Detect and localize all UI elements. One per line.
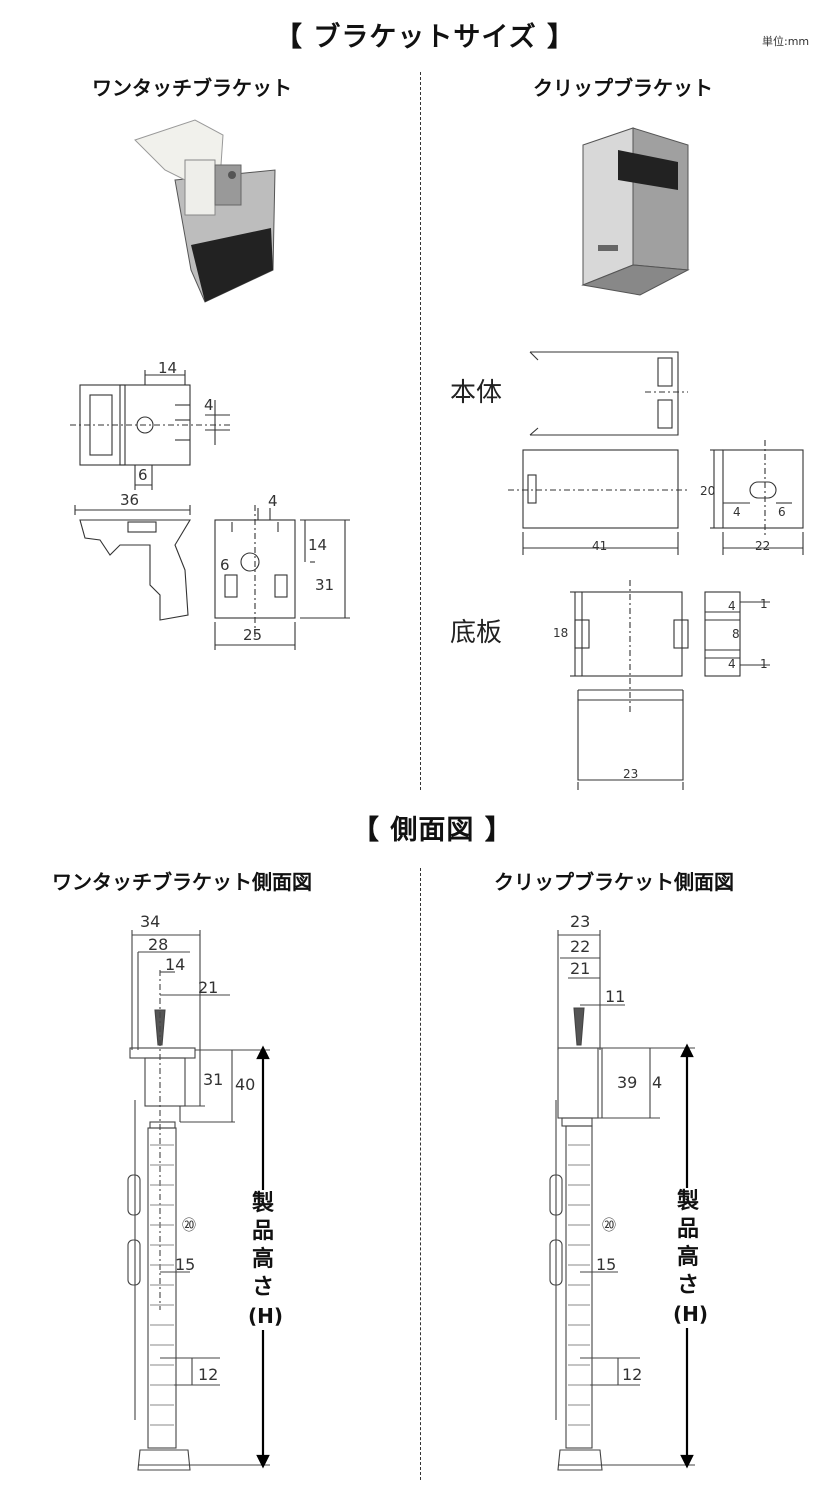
mark-side-r: ⑳ [602,1218,616,1234]
dim-side-l-12: 12 [198,1365,218,1384]
height-label-right: 製 品 高 さ (H) [673,1188,709,1328]
height-label-left-4: (H) [248,1304,284,1328]
label-body: 本体 [450,378,503,408]
onetouch-bracket-photo [134,119,276,303]
dim-side-r-11: 11 [605,987,625,1006]
divider-top [420,72,421,790]
clip-bracket-title: クリップブラケット [533,76,713,100]
dim-body-length: 41 [592,539,607,553]
dim-side-r-39: 39 [617,1073,637,1092]
dim-front-hole: 6 [220,556,230,574]
dim-bottom-s2: 8 [732,627,740,641]
dim-side-r-21: 21 [570,959,590,978]
height-label-left-3: さ [251,1275,274,1300]
onetouch-bracket-drawing [70,370,350,650]
dim-top-height: 4 [204,396,214,414]
dim-body-hole-right: 6 [778,505,786,519]
dim-front-width: 25 [243,626,262,644]
dim-top-width: 14 [158,359,177,377]
section-title-side-view: 【 側面図 】 [352,815,513,846]
dim-side-width: 36 [120,491,139,509]
height-label-left-0: 製 [251,1191,274,1216]
dim-bottom-s3: 4 [728,657,736,671]
dim-top-bottom: 6 [138,466,148,484]
dim-side-r-15: 15 [596,1255,616,1274]
dim-side-l-28: 28 [148,935,168,954]
dim-bottom-s3b: 1 [760,657,768,671]
dim-body-hole-left: 4 [733,505,741,519]
mark-side-l: ⑳ [182,1218,196,1234]
dim-side-r-12: 12 [622,1365,642,1384]
unit-label: 単位:mm [762,35,810,48]
height-label-left-2: 高 [251,1247,274,1272]
dim-side-l-34: 34 [140,912,160,931]
dim-side-l-14: 14 [165,955,185,974]
height-label-right-2: 高 [676,1245,699,1270]
section-title-bracket-size: 【 ブラケットサイズ 】 [275,22,575,53]
dim-side-r-22: 22 [570,937,590,956]
height-label-right-3: さ [676,1273,699,1298]
dim-side-l-40: 40 [235,1075,255,1094]
dim-front-height: 14 [308,536,327,554]
dim-side-r-4: 4 [652,1073,662,1092]
dim-front-top: 4 [268,492,278,510]
dim-body-height: 20 [700,484,715,498]
dim-side-l-31: 31 [203,1070,223,1089]
clip-side-drawing: 23 22 21 11 39 4 15 12 ⑳ [549,912,695,1471]
height-label-right-4: (H) [673,1302,709,1326]
label-bottom-plate: 底板 [450,618,503,648]
dim-side-l-15: 15 [175,1255,195,1274]
dim-body-width: 22 [755,539,770,553]
dim-side-l-21: 21 [198,978,218,997]
dim-side-r-23: 23 [570,912,590,931]
height-label-left-1: 品 [251,1219,274,1244]
clip-bracket-photo [581,127,690,296]
dim-bottom-s1: 4 [728,599,736,613]
dim-bottom-height: 18 [553,626,568,640]
clip-side-title: クリップブラケット側面図 [494,870,734,894]
divider-bottom [420,868,421,1480]
dim-front-total: 31 [315,576,334,594]
onetouch-side-drawing: 34 28 14 21 31 40 15 12 ⑳ [127,912,270,1471]
height-label-right-0: 製 [676,1189,699,1214]
dim-bottom-s1b: 1 [760,597,768,611]
onetouch-side-title: ワンタッチブラケット側面図 [52,870,312,894]
onetouch-bracket-title: ワンタッチブラケット [92,76,292,100]
height-label-left: 製 品 高 さ (H) [248,1190,284,1330]
onetouch-bracket-dims: 14 4 6 36 4 14 6 31 25 [120,359,334,644]
clip-bracket-drawing: 41 20 4 6 22 18 23 4 1 8 4 1 [508,351,804,790]
height-label-right-1: 品 [676,1217,699,1242]
dim-bottom-width: 23 [623,767,638,781]
